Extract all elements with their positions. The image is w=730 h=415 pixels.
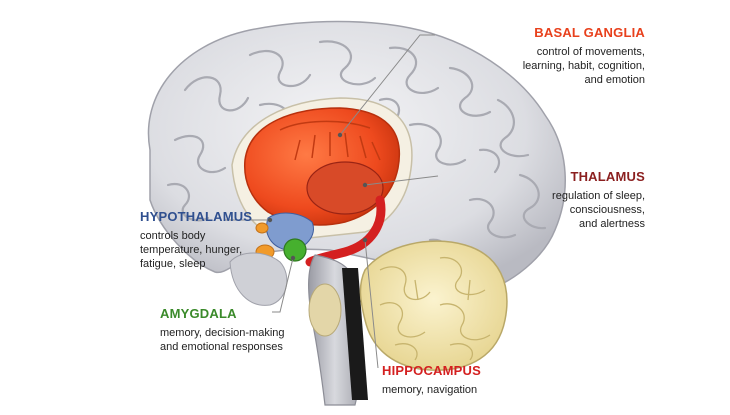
label-hypothalamus: HYPOTHALAMUS controls body temperature, …: [140, 209, 270, 271]
thalamus-shape: [306, 161, 384, 215]
hippocampus-description: memory, navigation: [382, 384, 478, 396]
pons-shape: [308, 283, 342, 337]
basal-ganglia-striations: [279, 120, 381, 161]
cerebellum-shape: [359, 240, 508, 371]
hypothalamus-title: HYPOTHALAMUS: [140, 209, 253, 224]
thalamus-title: THALAMUS: [570, 169, 645, 184]
thalamus-description: regulation of sleep, consciousness, and …: [552, 190, 645, 230]
label-thalamus: THALAMUS regulation of sleep, consciousn…: [440, 169, 645, 231]
fourth-ventricle: [342, 268, 368, 400]
pointer-thalamus: [364, 175, 439, 186]
amygdala-description: memory, decision-making and emotional re…: [160, 327, 285, 353]
amygdala-shape: [283, 238, 307, 262]
pointer-hippocampus: [364, 239, 379, 369]
pointer-lines: [225, 34, 439, 369]
label-basal-ganglia: BASAL GANGLIA control of movements, lear…: [435, 25, 645, 87]
pointer-basal-ganglia: [339, 34, 435, 136]
mammillary-shape: [255, 222, 269, 234]
label-amygdala: AMYGDALA memory, decision-making and emo…: [160, 306, 340, 354]
cerebellum-folia: [379, 256, 491, 361]
pointer-amygdala: [272, 257, 294, 313]
hippocampus-title: HIPPOCAMPUS: [382, 363, 481, 378]
hypothalamus-description: controls body temperature, hunger, fatig…: [140, 230, 243, 270]
amygdala-title: AMYGDALA: [160, 306, 237, 321]
label-hippocampus: HIPPOCAMPUS memory, navigation: [382, 363, 582, 397]
basal-ganglia-description: control of movements, learning, habit, c…: [522, 46, 645, 86]
basal-ganglia-title: BASAL GANGLIA: [534, 25, 645, 40]
pointer-dots: [267, 132, 368, 261]
